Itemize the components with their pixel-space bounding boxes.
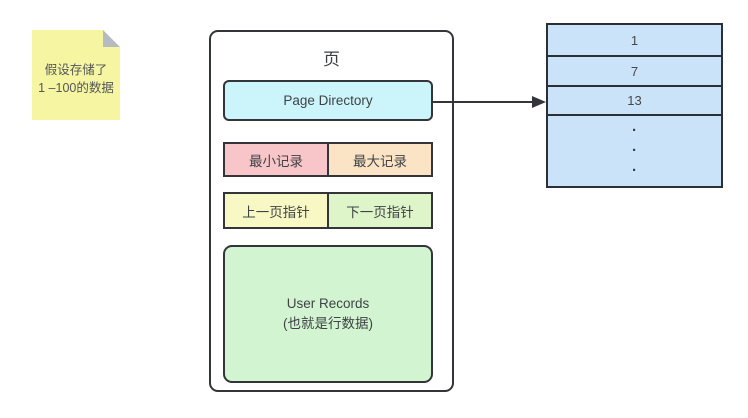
ellipsis-dot: ·	[632, 162, 637, 180]
max-record-cell: 最大记录	[327, 144, 431, 175]
user-records-box: User Records (也就是行数据)	[223, 245, 433, 383]
arrow-page-directory-to-table-icon	[432, 96, 546, 108]
pointer-row: 上一页指针 下一页指针	[223, 192, 433, 229]
user-records-line-2: (也就是行数据)	[283, 316, 373, 331]
page-title: 页	[323, 50, 340, 69]
ellipsis-dot: ·	[632, 121, 637, 139]
table-row: 1	[546, 23, 723, 57]
table-row-ellipsis: · · ·	[546, 114, 723, 188]
page-container: 页 Page Directory 最小记录 最大记录 上一页指针 下一页指针 U…	[209, 30, 454, 392]
sticky-note-line-2: 1 –100的数据	[38, 81, 114, 95]
note-fold-corner-icon	[103, 30, 120, 47]
page-directory-box: Page Directory	[223, 80, 433, 121]
record-row: 最小记录 最大记录	[223, 142, 433, 177]
sticky-note-line-1: 假设存储了	[44, 62, 108, 77]
user-records-line-1: User Records	[286, 295, 370, 311]
table-row: 13	[546, 85, 723, 116]
sticky-note: 假设存储了 1 –100的数据	[32, 30, 120, 120]
prev-page-pointer-cell: 上一页指针	[225, 194, 327, 227]
ellipsis-dot: ·	[632, 141, 637, 159]
table-row: 7	[546, 55, 723, 87]
next-page-pointer-cell: 下一页指针	[327, 194, 431, 227]
directory-entries-table: 1 7 13 · · ·	[546, 23, 723, 188]
min-record-cell: 最小记录	[225, 144, 327, 175]
